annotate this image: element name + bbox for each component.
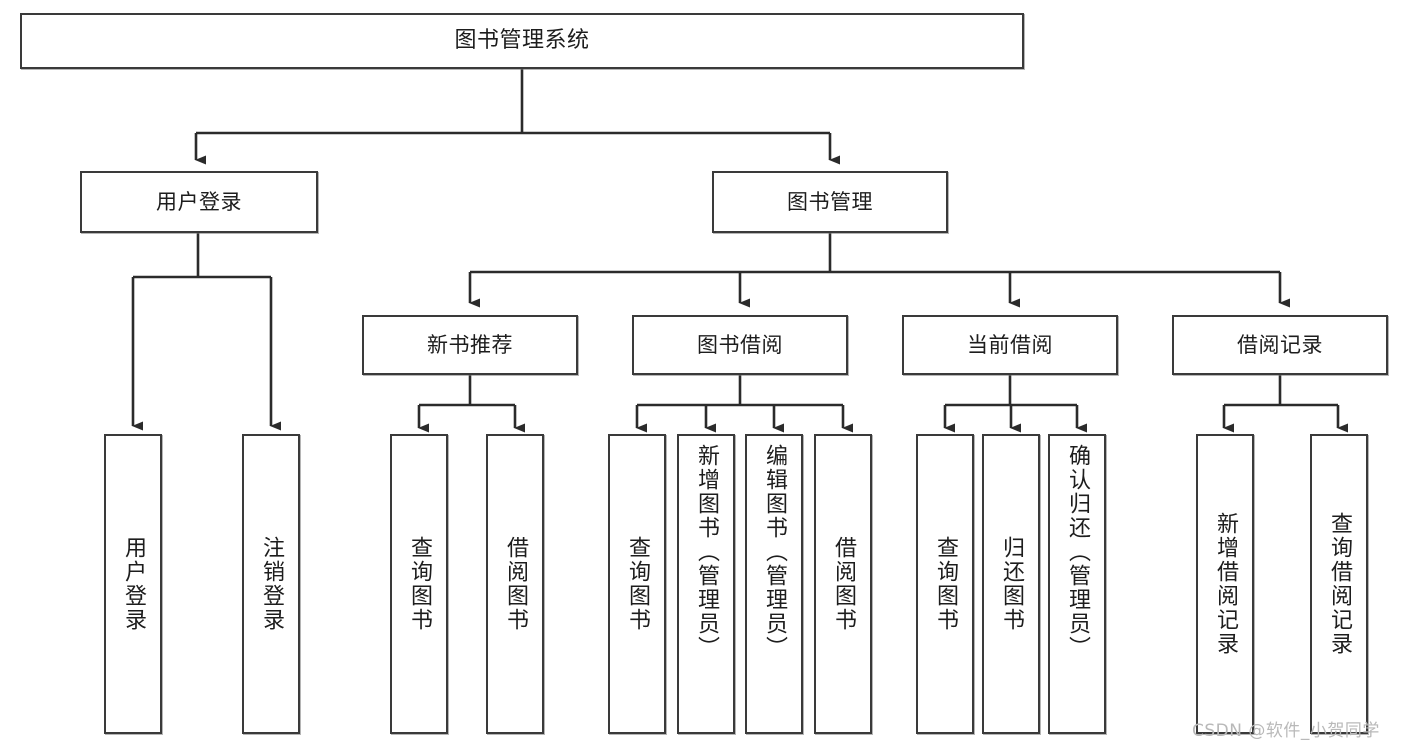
node-leaf-borrow-book-1[interactable]: 借阅图书 (486, 434, 544, 734)
node-book-management-label: 图书管理 (787, 189, 873, 214)
node-leaf-query-book-2-label: 查询图书 (625, 536, 650, 632)
node-leaf-query-record-label: 查询借阅记录 (1327, 512, 1352, 656)
node-user-login[interactable]: 用户登录 (80, 171, 318, 233)
node-leaf-add-book-label: 新增图书（管理员） (694, 444, 719, 660)
node-borrow-record-label: 借阅记录 (1237, 332, 1323, 357)
node-leaf-borrow-book-1-label: 借阅图书 (503, 536, 528, 632)
node-leaf-query-book-3[interactable]: 查询图书 (916, 434, 974, 734)
node-book-borrow[interactable]: 图书借阅 (632, 315, 848, 375)
node-leaf-borrow-book-2[interactable]: 借阅图书 (814, 434, 872, 734)
node-leaf-query-record[interactable]: 查询借阅记录 (1310, 434, 1368, 734)
csdn-watermark: CSDN @软件_小贺同学 (1192, 721, 1380, 741)
node-new-book-recommend-label: 新书推荐 (427, 332, 513, 357)
node-root[interactable]: 图书管理系统 (20, 13, 1024, 69)
node-leaf-return-book-label: 归还图书 (999, 536, 1024, 632)
node-new-book-recommend[interactable]: 新书推荐 (362, 315, 578, 375)
node-borrow-record[interactable]: 借阅记录 (1172, 315, 1388, 375)
node-root-label: 图书管理系统 (454, 28, 590, 54)
node-leaf-add-record-label: 新增借阅记录 (1213, 512, 1238, 656)
node-leaf-edit-book-label: 编辑图书（管理员） (762, 444, 787, 660)
node-leaf-logout-login-label: 注销登录 (259, 536, 284, 632)
node-leaf-confirm-return-label: 确认归还（管理员） (1065, 444, 1090, 660)
node-leaf-add-record[interactable]: 新增借阅记录 (1196, 434, 1254, 734)
node-leaf-query-book-2[interactable]: 查询图书 (608, 434, 666, 734)
node-current-borrow[interactable]: 当前借阅 (902, 315, 1118, 375)
node-book-borrow-label: 图书借阅 (697, 332, 783, 357)
node-leaf-logout-login[interactable]: 注销登录 (242, 434, 300, 734)
node-leaf-query-book-1[interactable]: 查询图书 (390, 434, 448, 734)
node-user-login-label: 用户登录 (156, 189, 242, 214)
node-current-borrow-label: 当前借阅 (967, 332, 1053, 357)
node-leaf-user-login-label: 用户登录 (121, 536, 146, 632)
node-leaf-borrow-book-2-label: 借阅图书 (831, 536, 856, 632)
node-leaf-edit-book[interactable]: 编辑图书（管理员） (745, 434, 803, 734)
node-leaf-confirm-return[interactable]: 确认归还（管理员） (1048, 434, 1106, 734)
node-leaf-query-book-3-label: 查询图书 (933, 536, 958, 632)
node-leaf-user-login[interactable]: 用户登录 (104, 434, 162, 734)
node-leaf-return-book[interactable]: 归还图书 (982, 434, 1040, 734)
node-book-management[interactable]: 图书管理 (712, 171, 948, 233)
node-leaf-add-book[interactable]: 新增图书（管理员） (677, 434, 735, 734)
node-leaf-query-book-1-label: 查询图书 (407, 536, 432, 632)
